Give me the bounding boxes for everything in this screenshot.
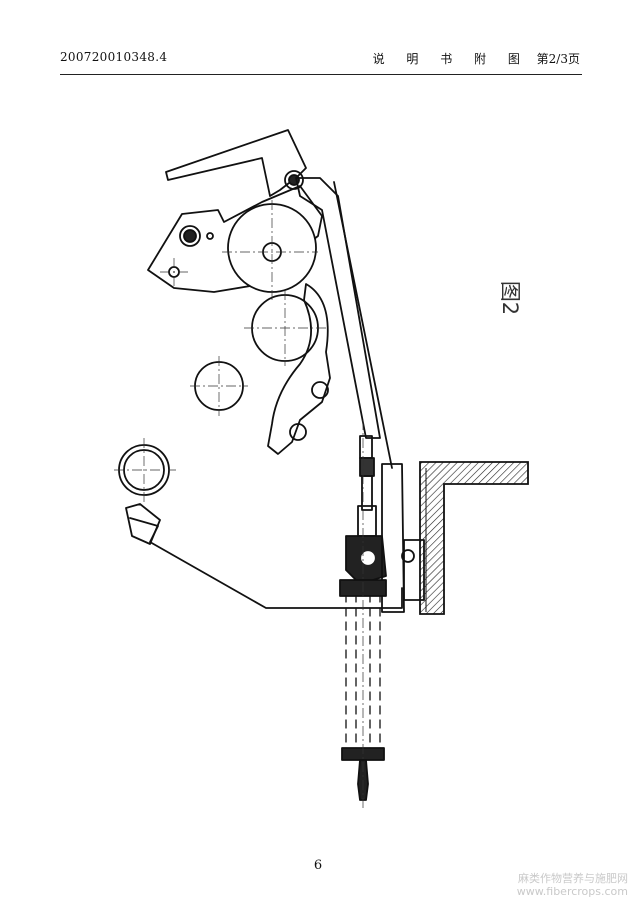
lever-outer-edge [333, 181, 393, 469]
bracket-pin [401, 549, 415, 563]
watermark-site-name: 麻类作物营养与施肥网 [518, 872, 628, 885]
spindle-hidden-lines [345, 593, 381, 753]
spring-block [359, 457, 375, 477]
watermark-url: www.fibercrops.com [516, 885, 628, 898]
header-title: 说 明 书 附 图 [372, 52, 529, 66]
header-rule [60, 74, 582, 75]
figure-label: 图2 [498, 280, 523, 316]
application-number: 200720010348.4 [60, 50, 168, 64]
frame-bolt-ring [179, 225, 201, 247]
base-clamp [125, 503, 161, 545]
roller-frame-plate [147, 185, 323, 293]
guide-arm-pin-lower [289, 423, 307, 441]
sheet-number: 第2/3页 [536, 52, 580, 66]
connecting-rod-mid [361, 475, 373, 511]
page-header: 200720010348.4 说 明 书 附 图 第2/3页 [60, 50, 580, 70]
curved-guide-arm [267, 283, 331, 455]
frame-bolt [183, 229, 197, 243]
guide-arm-pin-upper [311, 381, 329, 399]
center-lines [114, 200, 364, 810]
watermark: 麻类作物营养与施肥网 www.fibercrops.com [517, 872, 628, 898]
header-right: 说 明 书 附 图 第2/3页 [373, 50, 580, 67]
wall-bracket-hatched [419, 461, 529, 615]
inclined-lever [295, 177, 381, 439]
connecting-rod-upper [359, 435, 373, 459]
base-plate-frame [129, 517, 403, 609]
support-plate [381, 463, 405, 613]
mount-block-pin [361, 551, 375, 565]
page-number: 6 [313, 858, 323, 873]
frame-small-hole [206, 232, 214, 240]
top-lever-arm [165, 129, 307, 197]
